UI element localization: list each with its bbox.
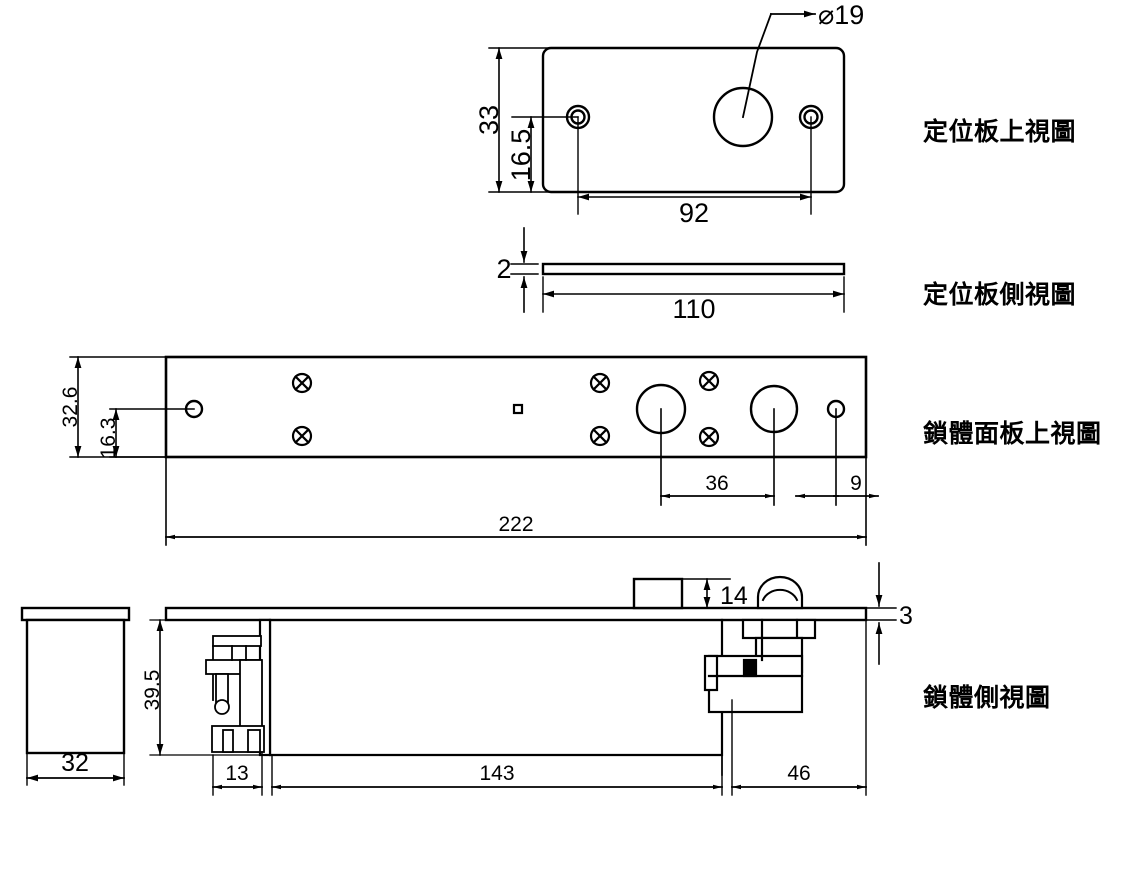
dim-text-2: 2	[496, 254, 511, 284]
view-end-cap	[20, 606, 131, 786]
view-label-body-side: 鎖體側視圖	[923, 683, 1051, 712]
view-label-body-top: 鎖體面板上視圖	[923, 419, 1102, 448]
dim-text-3: 3	[899, 602, 913, 630]
end-cap-faceplate	[20, 606, 131, 622]
dim-text-222: 222	[498, 513, 533, 536]
dim-text-dia19: ⌀19	[818, 0, 864, 30]
bolt-mechanism-detail	[205, 635, 265, 753]
sensor-assembly	[703, 618, 817, 714]
view-label-plate-top: 定位板上視圖	[923, 117, 1077, 146]
dim-text-32: 32	[61, 749, 89, 777]
view-body-top	[69, 355, 879, 546]
body-main-box	[268, 618, 724, 757]
dim-text-14: 14	[720, 582, 748, 610]
small-square-marker	[512, 403, 524, 415]
plate-side-outline	[541, 262, 846, 276]
dim-text-33: 33	[474, 105, 504, 135]
dim-text-36: 36	[705, 472, 728, 495]
dim-text-9: 9	[850, 472, 862, 495]
dim-text-13: 13	[225, 762, 248, 785]
dim-text-143: 143	[479, 762, 514, 785]
dome-sensor	[756, 575, 804, 610]
view-body-side	[149, 562, 897, 796]
connector-block	[632, 577, 684, 610]
view-plate-top	[488, 10, 846, 215]
dim-text-16-5: 16.5	[506, 129, 536, 182]
dim-text-32-6: 32.6	[59, 387, 82, 428]
dim-text-92: 92	[679, 198, 709, 228]
dim-text-16-3: 16.3	[97, 418, 120, 459]
leader-dia19	[741, 10, 816, 119]
dim-text-110: 110	[672, 294, 715, 324]
view-plate-side	[510, 227, 846, 313]
dim-text-46: 46	[787, 762, 810, 785]
body-faceplate	[164, 606, 868, 622]
view-label-plate-side: 定位板側視圖	[923, 280, 1077, 309]
end-cap-body	[25, 618, 126, 755]
plate-outline	[541, 46, 846, 194]
dim-text-39-5: 39.5	[141, 670, 164, 711]
